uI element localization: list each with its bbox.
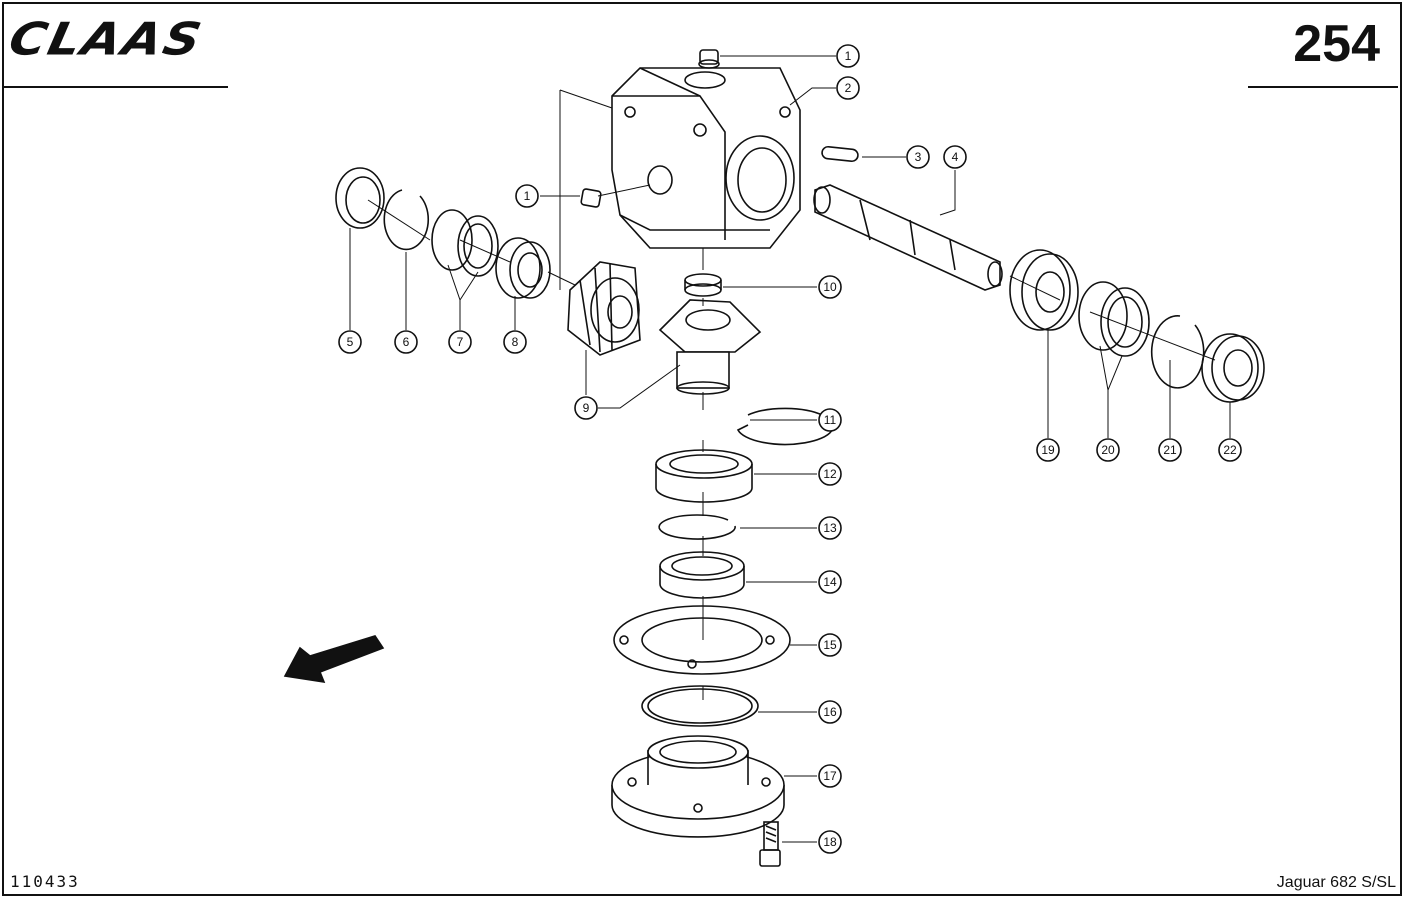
model-name: Jaguar 682 S/SL xyxy=(1276,874,1396,891)
callout-17: 17 xyxy=(818,764,842,788)
feather-key xyxy=(821,145,859,163)
callout-1-side: 1 xyxy=(515,184,539,208)
seal-22 xyxy=(1201,333,1265,403)
callout-18: 18 xyxy=(818,830,842,854)
svg-text:12: 12 xyxy=(823,467,837,481)
svg-text:3: 3 xyxy=(915,150,922,164)
header-rule-left xyxy=(4,86,228,88)
spacer-10 xyxy=(684,273,722,297)
circlip-6 xyxy=(383,189,430,251)
svg-text:2: 2 xyxy=(845,81,852,95)
svg-text:1: 1 xyxy=(524,189,531,203)
svg-text:19: 19 xyxy=(1041,443,1055,457)
svg-text:11: 11 xyxy=(824,413,837,427)
callout-9: 9 xyxy=(574,396,598,420)
gearbox-housing xyxy=(611,67,801,249)
shims-20 xyxy=(1078,281,1150,357)
page-number: 254 xyxy=(1293,15,1380,73)
bevel-gear-pinion xyxy=(658,299,762,395)
callout-1-top: 1 xyxy=(836,44,860,68)
circlip-11 xyxy=(736,407,834,446)
callout-12: 12 xyxy=(818,462,842,486)
svg-text:21: 21 xyxy=(1163,443,1177,457)
svg-text:4: 4 xyxy=(952,150,959,164)
assembly-axes xyxy=(367,89,1216,700)
plug-top xyxy=(698,49,720,69)
callout-19: 19 xyxy=(1036,438,1060,462)
svg-text:17: 17 xyxy=(823,769,837,783)
bearing-19 xyxy=(1009,249,1079,331)
callout-7: 7 xyxy=(448,330,472,354)
shims-7 xyxy=(431,209,499,277)
arrow-down-left-icon xyxy=(283,635,385,684)
callout-13: 13 xyxy=(818,516,842,540)
callout-4: 4 xyxy=(943,145,967,169)
callout-20: 20 xyxy=(1096,438,1120,462)
document-number: 110433 xyxy=(10,872,80,891)
bolt-18 xyxy=(759,821,781,867)
callout-11: 11 xyxy=(818,408,842,432)
svg-text:9: 9 xyxy=(583,401,590,415)
leader-lines xyxy=(349,55,1231,843)
seal-14 xyxy=(659,551,745,599)
header-rule-right xyxy=(1248,86,1398,88)
svg-text:16: 16 xyxy=(823,705,837,719)
svg-text:13: 13 xyxy=(823,521,837,535)
svg-text:15: 15 xyxy=(823,638,837,652)
svg-text:5: 5 xyxy=(347,335,354,349)
svg-text:6: 6 xyxy=(403,335,410,349)
callout-6: 6 xyxy=(394,330,418,354)
bevel-gear-large xyxy=(567,261,641,356)
circlip-13 xyxy=(658,514,736,540)
callout-10: 10 xyxy=(818,275,842,299)
o-ring-16 xyxy=(641,685,759,727)
callout-2: 2 xyxy=(836,76,860,100)
svg-text:8: 8 xyxy=(512,335,519,349)
callout-5: 5 xyxy=(338,330,362,354)
svg-text:7: 7 xyxy=(457,335,464,349)
callout-21: 21 xyxy=(1158,438,1182,462)
svg-text:18: 18 xyxy=(823,835,837,849)
callout-3: 3 xyxy=(906,145,930,169)
circlip-21 xyxy=(1150,315,1205,389)
svg-text:10: 10 xyxy=(823,280,837,294)
drive-shaft xyxy=(813,184,1003,291)
callout-15: 15 xyxy=(818,633,842,657)
callout-8: 8 xyxy=(503,330,527,354)
svg-text:1: 1 xyxy=(845,49,852,63)
callout-22: 22 xyxy=(1218,438,1242,462)
plug-side xyxy=(580,188,602,208)
svg-text:14: 14 xyxy=(823,575,837,589)
flange-17 xyxy=(611,735,785,838)
svg-text:22: 22 xyxy=(1223,443,1237,457)
gasket-15 xyxy=(613,605,791,675)
callout-14: 14 xyxy=(818,570,842,594)
callout-16: 16 xyxy=(818,700,842,724)
ring-5 xyxy=(335,167,385,229)
bearing-12 xyxy=(655,449,753,503)
svg-text:20: 20 xyxy=(1101,443,1115,457)
bearing-8 xyxy=(495,237,551,299)
